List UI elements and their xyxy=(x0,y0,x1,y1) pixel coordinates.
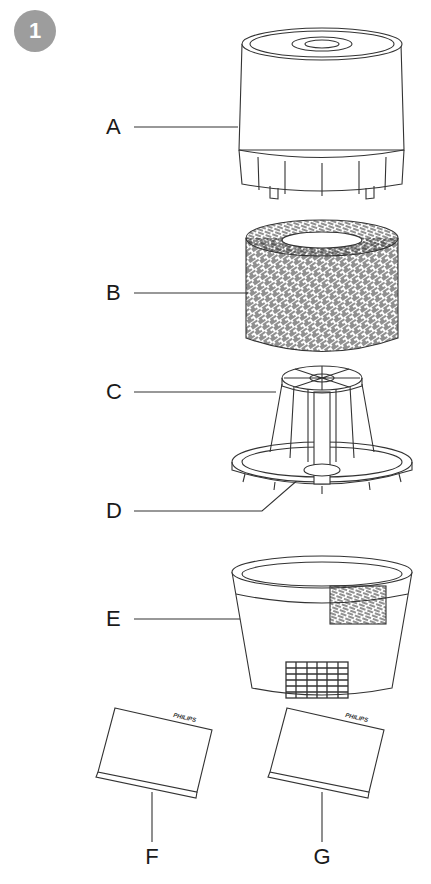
part-label: A xyxy=(106,116,121,138)
part-label: F xyxy=(145,846,158,868)
part-label: B xyxy=(106,282,121,304)
part-label: D xyxy=(106,500,122,522)
part-label: G xyxy=(313,846,330,868)
part-label: E xyxy=(106,608,121,630)
part-label: C xyxy=(106,381,122,403)
step-badge: 1 xyxy=(14,10,56,52)
step-number: 1 xyxy=(29,20,41,42)
